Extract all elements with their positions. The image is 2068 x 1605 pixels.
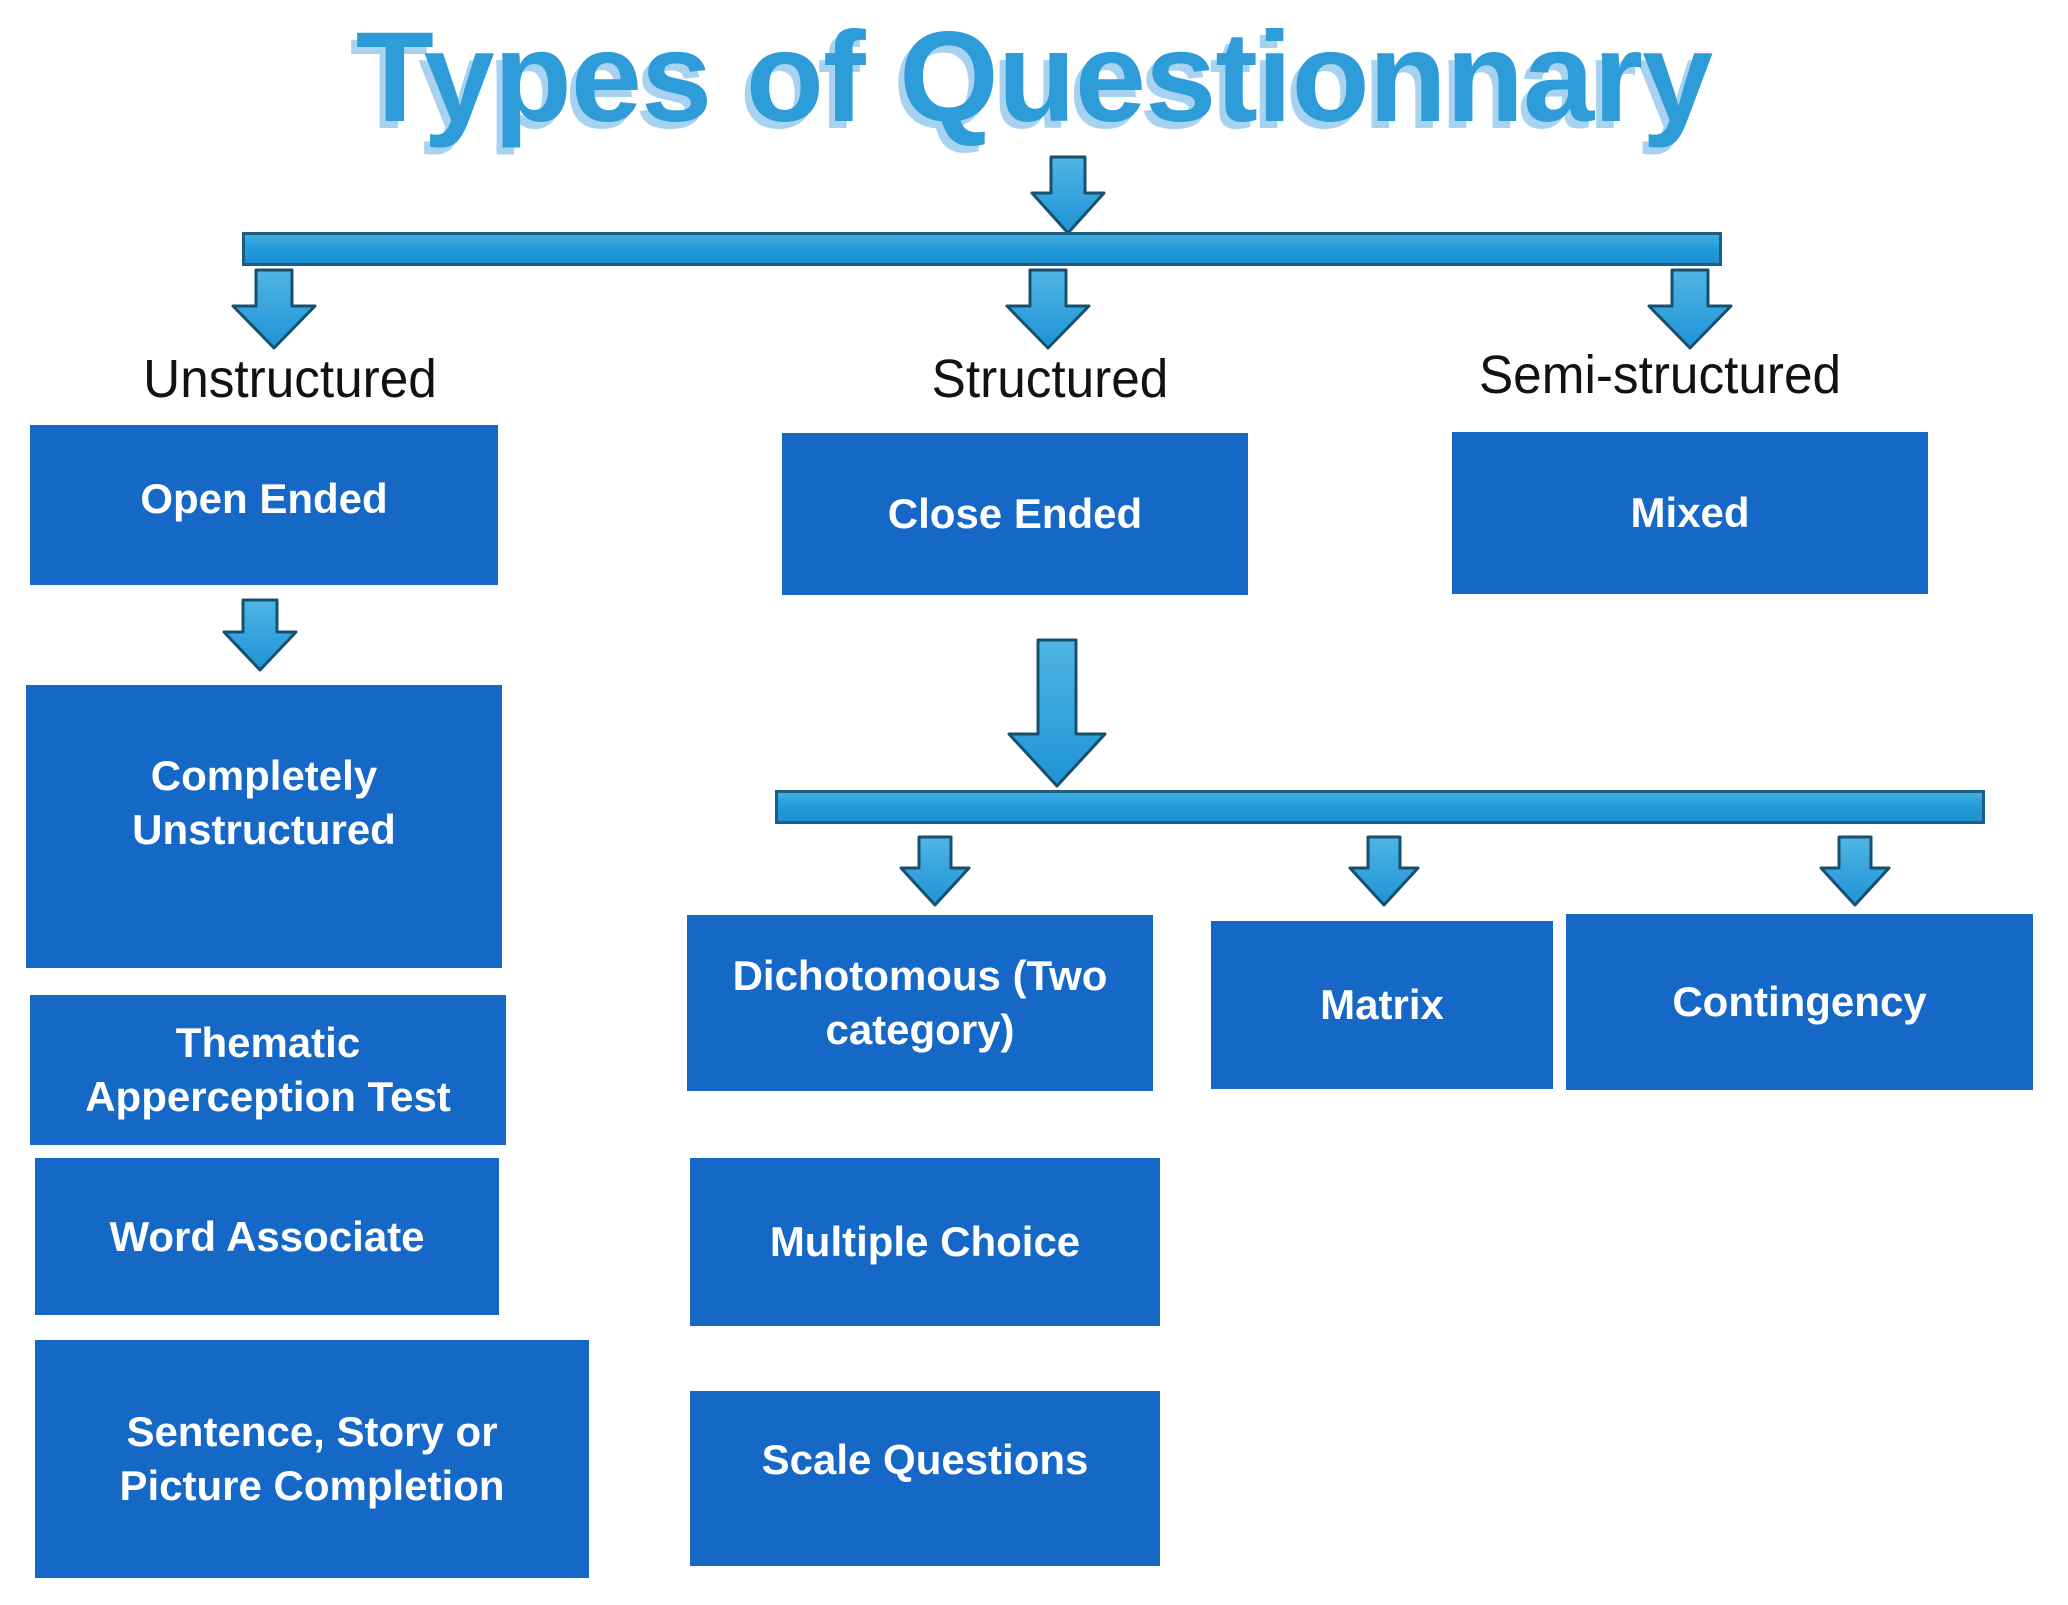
unstructured-down-arrow-icon: [231, 268, 317, 350]
contingency-down-arrow-icon: [1819, 835, 1891, 907]
node-mixed: Mixed: [1452, 432, 1928, 594]
node-close-ended: Close Ended: [782, 433, 1248, 595]
node-completely-unstructured: Completely Unstructured: [26, 685, 502, 968]
node-open-ended: Open Ended: [30, 425, 498, 585]
branch-label-unstructured: Unstructured: [143, 349, 437, 409]
page-title: Types of Questionnary: [355, 6, 1713, 149]
branch-label-semi-structured: Semi-structured: [1478, 345, 1842, 405]
node-sentence-story-picture-completion: Sentence, Story or Picture Completion: [35, 1340, 589, 1578]
branch-label-structured: Structured: [931, 349, 1169, 409]
close-ended-down-arrow-icon: [1007, 638, 1107, 788]
top-connector-bar: [242, 232, 1722, 266]
node-thematic-apperception-test: Thematic Apperception Test: [30, 995, 506, 1145]
node-multiple-choice: Multiple Choice: [690, 1158, 1160, 1326]
node-word-associate: Word Associate: [35, 1158, 499, 1315]
dichotomous-down-arrow-icon: [899, 835, 971, 907]
close-ended-connector-bar: [775, 790, 1985, 824]
structured-down-arrow-icon: [1005, 268, 1091, 350]
matrix-down-arrow-icon: [1348, 835, 1420, 907]
node-matrix: Matrix: [1211, 921, 1553, 1089]
node-dichotomous: Dichotomous (Two category): [687, 915, 1153, 1091]
node-scale-questions: Scale Questions: [690, 1391, 1160, 1566]
semi-structured-down-arrow-icon: [1647, 268, 1733, 350]
title-down-arrow-icon: [1030, 155, 1106, 235]
open-ended-down-arrow-icon: [222, 598, 298, 672]
node-contingency: Contingency: [1566, 914, 2033, 1090]
